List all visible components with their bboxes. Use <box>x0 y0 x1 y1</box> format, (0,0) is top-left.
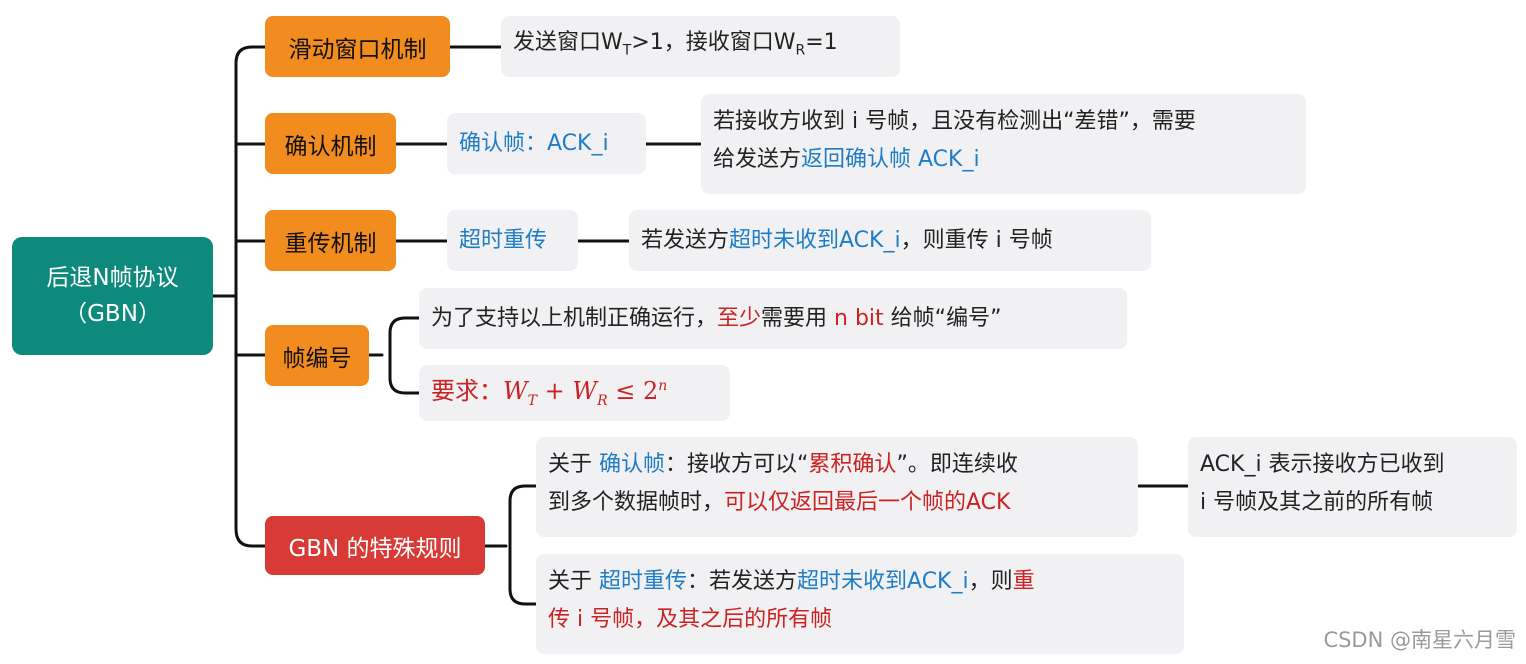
leaf-line: 关于 超时重传：若发送方超时未收到ACK_i，则重 <box>548 569 1035 594</box>
timeout-retransmit-leaf: 超时重传 <box>447 210 578 271</box>
root-subtitle: （GBN） <box>64 301 161 327</box>
category-frame-numbering: 帧编号 <box>265 325 369 386</box>
category-gbn-special-rules: GBN 的特殊规则 <box>265 516 485 575</box>
leaf-line: 给发送方返回确认帧 ACK_i <box>713 147 980 172</box>
category-retransmission: 重传机制 <box>265 210 396 271</box>
numbering-formula-leaf: 要求：WT + WR ≤ 2n <box>419 365 730 421</box>
leaf-line: 若接收方收到 i 号帧，且没有检测出“差错”，需要 <box>713 109 1196 134</box>
leaf-text: 超时重传 <box>459 227 548 253</box>
category-label: 滑动窗口机制 <box>288 36 427 63</box>
sliding-window-leaf: 发送窗口WT>1，接收窗口WR=1 <box>501 16 900 77</box>
leaf-line: i 号帧及其之前的所有帧 <box>1200 490 1434 515</box>
gbn-retransmit-leaf: 关于 超时重传：若发送方超时未收到ACK_i，则重 传 i 号帧，及其之后的所有… <box>536 554 1184 654</box>
ack-frame-leaf: 确认帧：ACK_i <box>447 113 646 174</box>
category-label: 重传机制 <box>284 230 377 257</box>
retransmit-detail-leaf: 若发送方超时未收到ACK_i，则重传 i 号帧 <box>629 210 1151 271</box>
leaf-line: 传 i 号帧，及其之后的所有帧 <box>548 607 833 632</box>
root-node: 后退N帧协议 （GBN） <box>12 237 213 355</box>
leaf-line: 到多个数据帧时，可以仅返回最后一个帧的ACK <box>548 490 1011 515</box>
category-sliding-window: 滑动窗口机制 <box>265 16 450 77</box>
category-label: 帧编号 <box>282 345 352 372</box>
cumulative-ack-leaf: 关于 确认帧：接收方可以“累积确认”。即连续收 到多个数据帧时，可以仅返回最后一… <box>536 437 1138 537</box>
root-title: 后退N帧协议 <box>46 265 179 291</box>
category-ack: 确认机制 <box>265 113 396 174</box>
category-label: 确认机制 <box>284 133 377 160</box>
ack-detail-leaf: 若接收方收到 i 号帧，且没有检测出“差错”，需要 给发送方返回确认帧 ACK_… <box>701 94 1306 194</box>
leaf-line: 关于 确认帧：接收方可以“累积确认”。即连续收 <box>548 452 1018 477</box>
window-formula: 要求：WT + WR ≤ 2n <box>431 376 668 409</box>
numbering-requirement-leaf: 为了支持以上机制正确运行，至少需要用 n bit 给帧“编号” <box>419 288 1127 349</box>
leaf-text: 若发送方超时未收到ACK_i，则重传 i 号帧 <box>641 227 1053 253</box>
category-label: GBN 的特殊规则 <box>288 535 462 562</box>
watermark: CSDN @南星六月雪 <box>1323 628 1516 652</box>
leaf-text: 确认帧：ACK_i <box>459 130 609 156</box>
leaf-line: ACK_i 表示接收方已收到 <box>1200 452 1445 477</box>
leaf-text: 为了支持以上机制正确运行，至少需要用 n bit 给帧“编号” <box>431 305 1002 331</box>
leaf-text: 发送窗口WT>1，接收窗口WR=1 <box>513 29 838 59</box>
ack-meaning-leaf: ACK_i 表示接收方已收到 i 号帧及其之前的所有帧 <box>1188 437 1517 537</box>
